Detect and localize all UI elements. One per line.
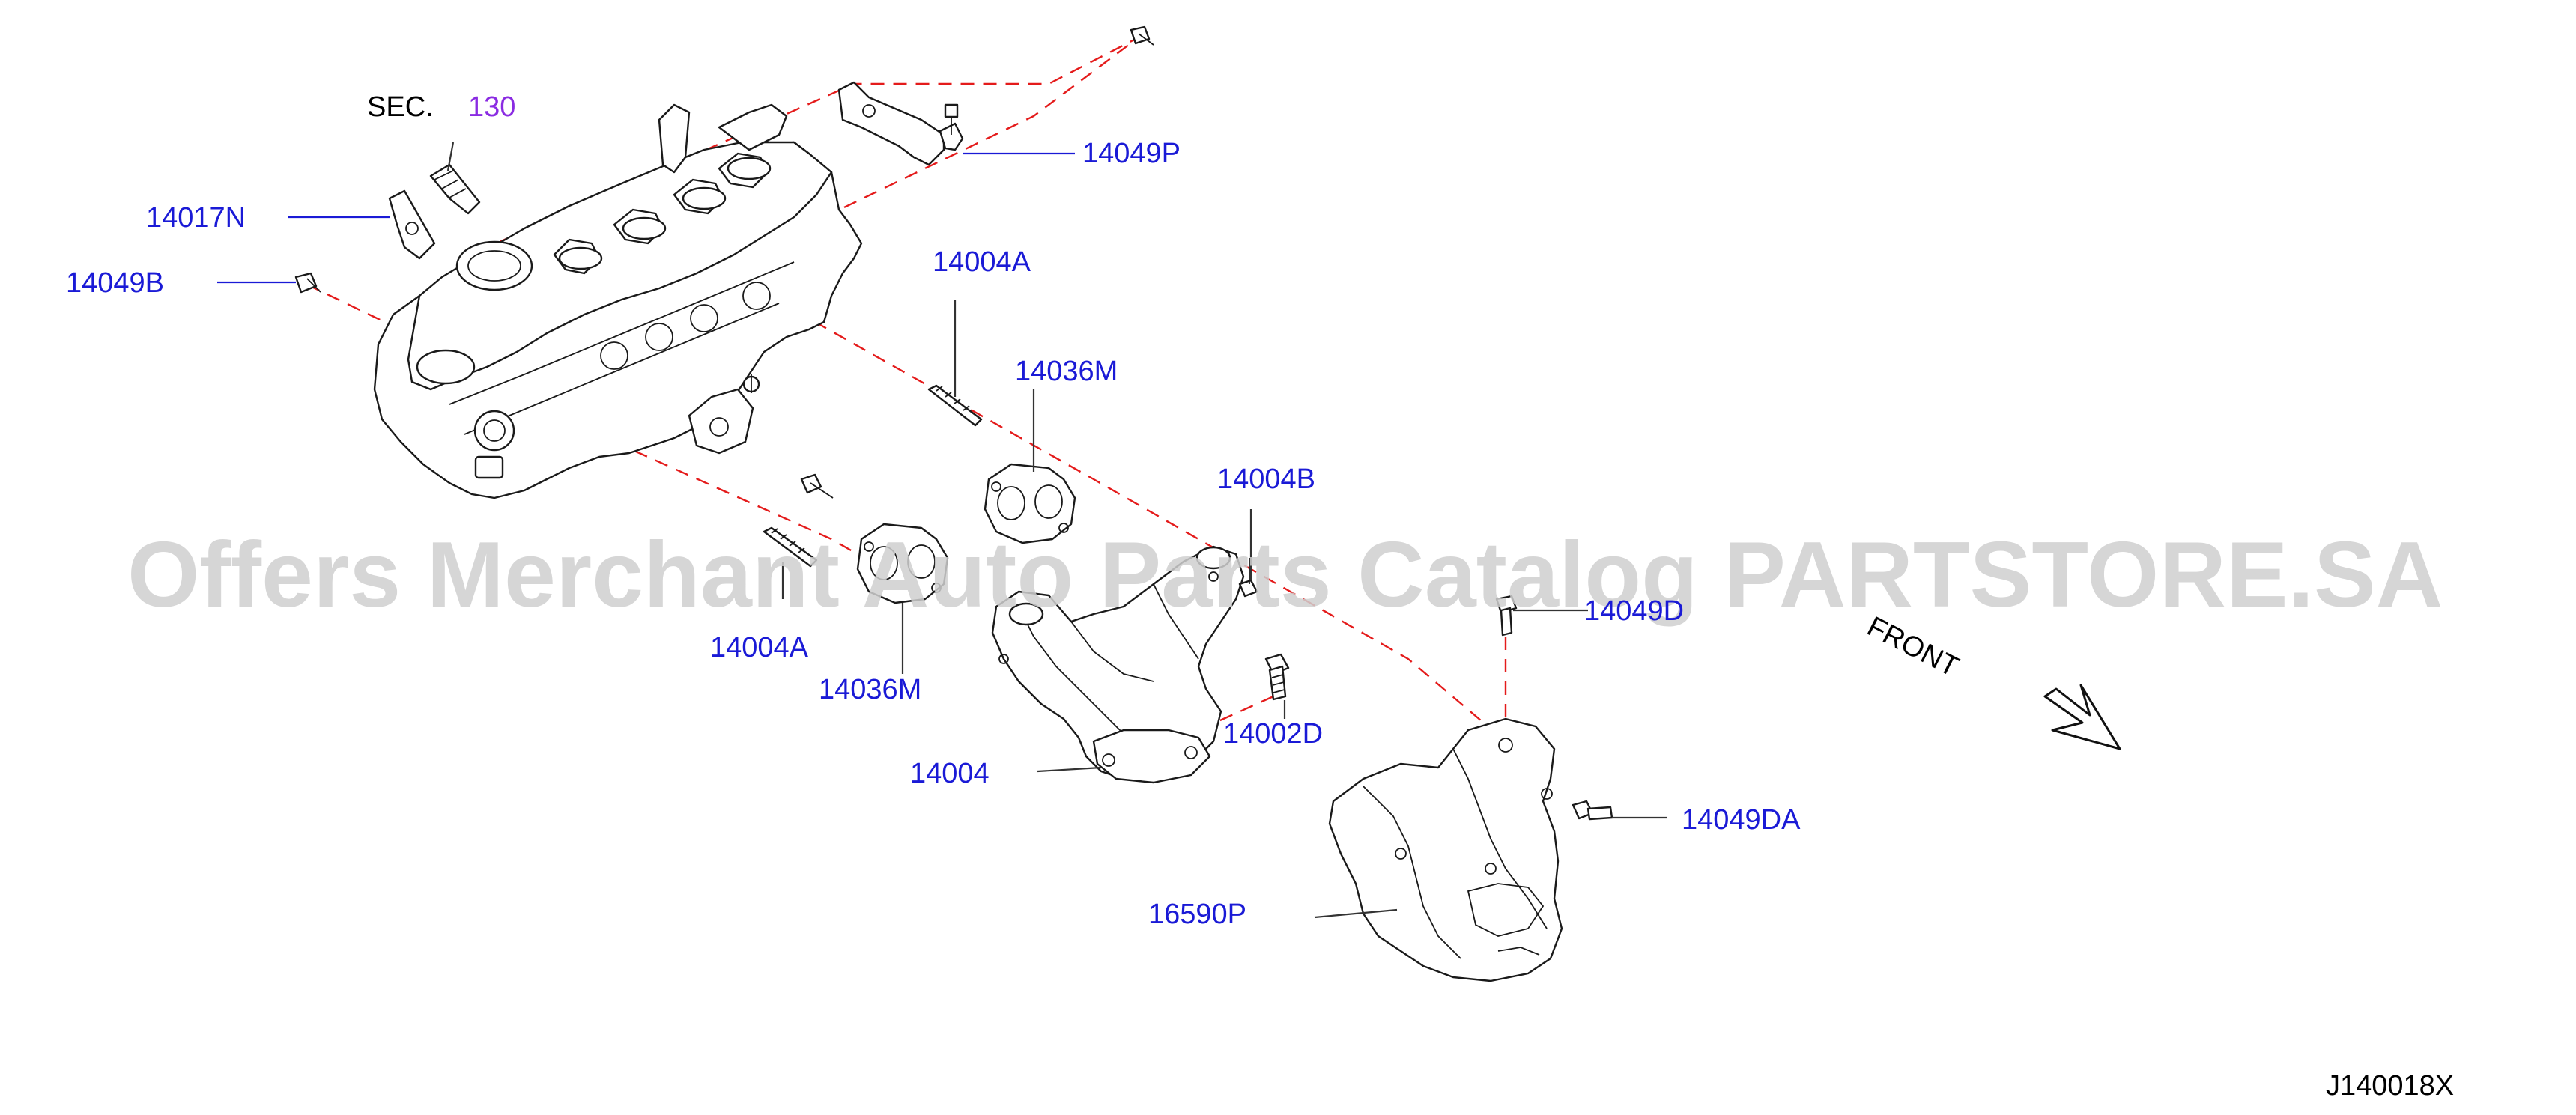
label-14004A-top[interactable]: 14004A	[933, 246, 1031, 278]
gasket-14036M-bottom	[856, 523, 949, 604]
label-16590P[interactable]: 16590P	[1148, 899, 1246, 930]
label-14049B[interactable]: 14049B	[66, 267, 164, 299]
figure-code: J140018X	[2326, 1070, 2454, 1102]
leader-14004	[1037, 766, 1102, 773]
bolt-top	[1130, 25, 1154, 46]
label-14004B[interactable]: 14004B	[1217, 464, 1315, 495]
watermark-text: Offers Merchant Auto Parts Catalog PARTS…	[127, 523, 2443, 627]
label-14036M-top[interactable]: 14036M	[1015, 356, 1118, 387]
dash-upper-stud	[775, 298, 1506, 742]
bracket-14017N	[388, 189, 436, 260]
exhaust-manifold-14004	[991, 545, 1245, 784]
stud-14004A-top	[927, 384, 983, 427]
label-14049P[interactable]: 14049P	[1082, 138, 1181, 169]
gasket-14036M-top	[984, 463, 1076, 544]
leader-130	[446, 142, 455, 171]
dash-top-bracket-2	[823, 37, 1139, 219]
label-14002D[interactable]: 14002D	[1223, 718, 1323, 750]
stud-14004B	[1238, 558, 1258, 598]
oil-filler-cap	[455, 240, 533, 291]
label-14017N[interactable]: 14017N	[146, 202, 246, 234]
bolt-14049DA	[1572, 800, 1613, 821]
bracket-14049P	[837, 81, 964, 166]
label-14049DA[interactable]: 14049DA	[1682, 804, 1801, 836]
cylinder-head	[373, 103, 863, 499]
leader-16590P	[1314, 908, 1398, 919]
front-indicator: FRONT	[1862, 611, 2121, 750]
label-14004[interactable]: 14004	[910, 758, 990, 789]
bolt-14049D	[1495, 595, 1518, 637]
sensor-130	[429, 163, 481, 215]
leader-lines	[217, 142, 1667, 919]
heat-shield-16590P	[1328, 717, 1563, 982]
part-labels: SEC. 130 14049P 14017N 14049B 14004A 140…	[66, 91, 1801, 930]
bolt-mid	[800, 473, 834, 499]
section-number-link[interactable]: 130	[468, 91, 515, 123]
front-arrow-icon	[2043, 684, 2121, 750]
ignition-coils	[553, 103, 788, 275]
bolt-14002D	[1264, 653, 1290, 701]
stud-14004A-bottom	[763, 526, 818, 568]
label-14004A-bottom[interactable]: 14004A	[710, 632, 809, 663]
bolt-14049B	[294, 272, 321, 294]
engine-mount-bracket	[688, 388, 754, 455]
section-prefix-label: SEC.	[367, 91, 434, 123]
label-14049D[interactable]: 14049D	[1584, 595, 1684, 627]
head-lift-bracket	[658, 103, 691, 174]
label-14036M-bottom[interactable]: 14036M	[819, 674, 921, 705]
